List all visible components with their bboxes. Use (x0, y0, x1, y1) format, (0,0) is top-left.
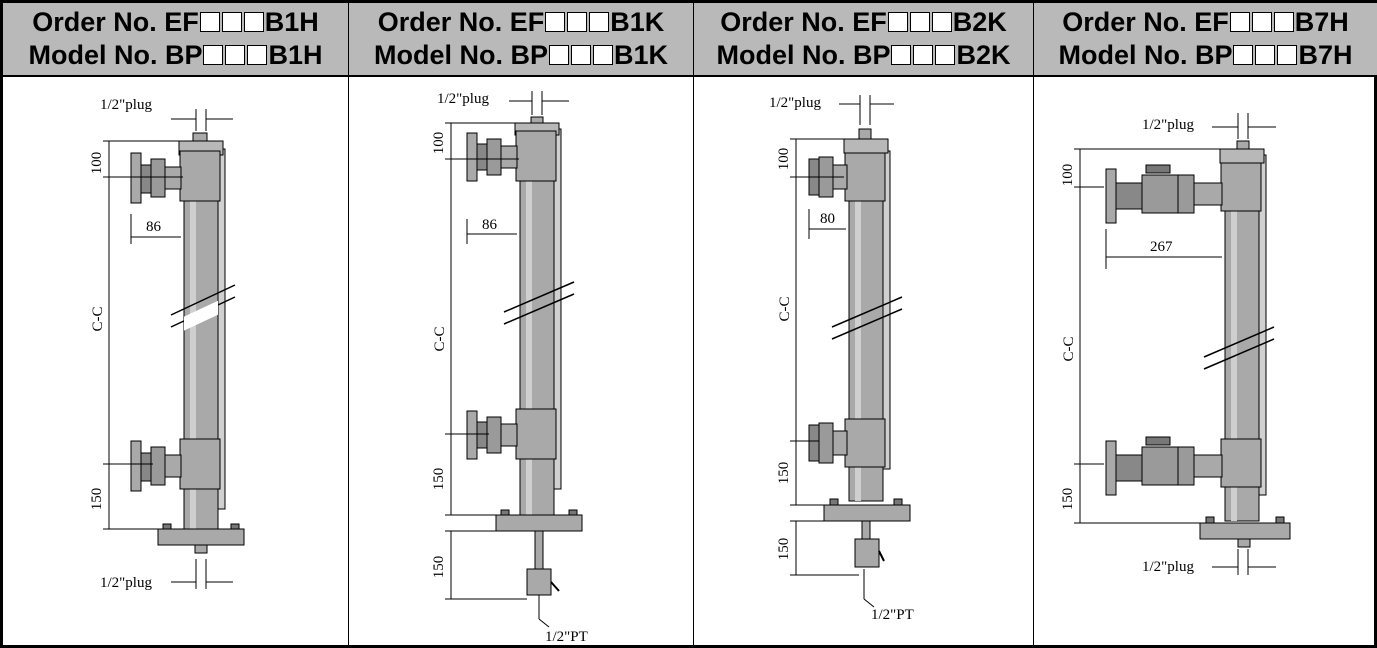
bottom-dim-label: 150 (431, 468, 447, 491)
code-box (1255, 45, 1276, 65)
offset-label: 80 (820, 211, 835, 227)
top-plug-label: 1/2"plug (437, 91, 489, 107)
pt-label: 1/2"PT (871, 607, 914, 623)
code-box (891, 45, 912, 65)
code-box (225, 45, 246, 65)
top-dim-label: 100 (1060, 164, 1076, 187)
cc-label: C-C (90, 306, 106, 331)
code-box (545, 12, 566, 32)
bottom-flange (1199, 522, 1291, 540)
drain-valve (526, 568, 552, 596)
code-box (203, 45, 224, 65)
top-plug-label: 1/2"plug (769, 95, 821, 111)
cc-label: C-C (777, 296, 793, 321)
code-box (199, 12, 220, 32)
code-box (1277, 45, 1298, 65)
bottom-flange (495, 514, 583, 532)
break-line (503, 281, 575, 325)
drain-valve (854, 538, 880, 568)
code-box (221, 12, 242, 32)
offset-label: 86 (482, 217, 498, 233)
top-dim-label: 100 (431, 132, 447, 155)
gauge-drawing: 1/2"plug 100 86 C-C 150 1/2"plug (89, 97, 245, 591)
bottom-plug-label: 1/2"plug (100, 575, 152, 591)
code-box (935, 45, 956, 65)
code-box (548, 45, 569, 65)
code-box (1229, 12, 1250, 32)
code-box (1233, 45, 1254, 65)
drain-dim-label: 150 (431, 556, 447, 579)
code-box (247, 45, 268, 65)
code-box (243, 12, 264, 32)
bottom-plug-label: 1/2"plug (1142, 559, 1194, 575)
code-box (589, 12, 610, 32)
code-box (592, 45, 613, 65)
top-plug-label: 1/2"plug (1142, 117, 1194, 133)
gauge-drawing: 1/2"plug 100 267 C-C 150 1/2"plug (1060, 113, 1291, 575)
top-dim-label: 100 (89, 152, 105, 175)
top-plug-label: 1/2"plug (100, 97, 152, 113)
top-dim-label: 100 (776, 148, 792, 171)
code-box (1251, 12, 1272, 32)
gauge-drawing: 1/2"plug 100 80 C-C 150 150 1/2"PT (769, 95, 914, 623)
code-box (913, 45, 934, 65)
gauge-drawing: 1/2"plug 100 86 C-C 150 150 1/2"PT (431, 91, 588, 645)
break-line (831, 296, 903, 340)
bottom-flange (823, 504, 911, 522)
pt-label: 1/2"PT (545, 629, 588, 645)
bottom-dim-label: 150 (89, 488, 105, 511)
break-line (1203, 326, 1275, 370)
code-box (570, 45, 591, 65)
bottom-dim-label: 150 (1060, 488, 1076, 511)
bottom-flange (157, 528, 245, 546)
offset-label: 86 (146, 219, 162, 235)
code-box (567, 12, 588, 32)
code-box (931, 12, 952, 32)
offset-label: 267 (1150, 239, 1173, 255)
code-box (1273, 12, 1294, 32)
bottom-dim-label: 150 (776, 462, 792, 485)
cc-label: C-C (1061, 336, 1077, 361)
drain-dim-label: 150 (776, 538, 792, 561)
cc-label: C-C (432, 326, 448, 351)
code-box (909, 12, 930, 32)
code-box (887, 12, 908, 32)
